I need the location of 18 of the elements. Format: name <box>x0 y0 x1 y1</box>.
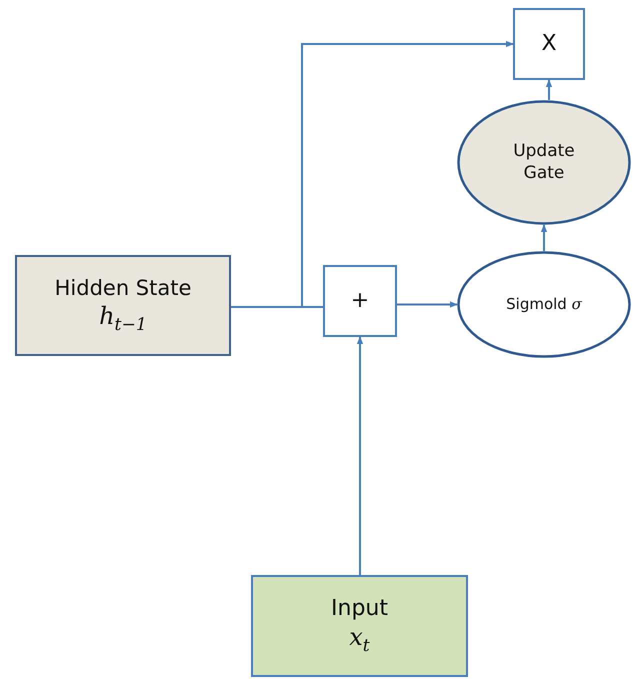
process-box <box>15 255 231 356</box>
process-ellipse <box>457 251 631 358</box>
process-box <box>513 8 585 80</box>
arrow <box>356 336 364 575</box>
process-ellipse <box>457 100 631 225</box>
node-label: Update Gate <box>512 141 576 184</box>
node-label: Input <box>331 594 388 622</box>
node-label: Hidden State <box>54 274 192 301</box>
process-box <box>251 575 468 677</box>
node-label: + <box>350 287 370 315</box>
arrow <box>540 224 548 251</box>
arrow <box>546 79 552 100</box>
node-label: X <box>541 30 557 58</box>
node-label: Sigmold σ <box>506 295 582 314</box>
math-symbol: h$_{t−1}$ <box>99 300 147 336</box>
arrow <box>397 301 458 308</box>
process-box <box>323 265 397 337</box>
math-symbol: x$_{t}$ <box>349 622 370 658</box>
